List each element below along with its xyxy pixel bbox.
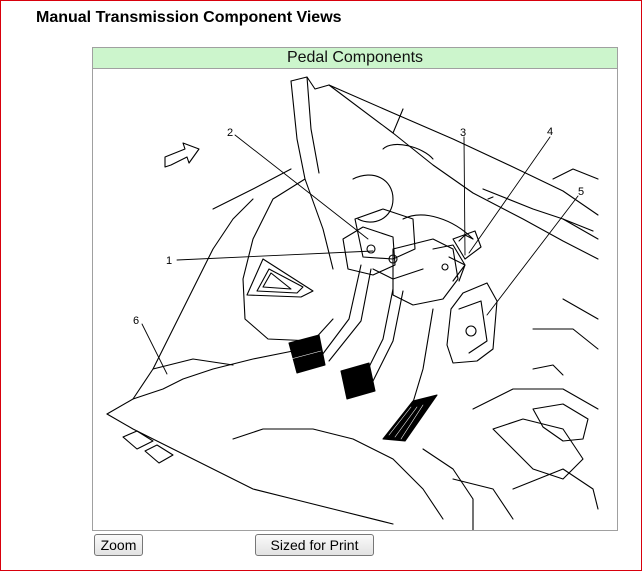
- sound-insulator: [246, 258, 314, 298]
- accelerator-pedal: [382, 308, 438, 442]
- callout-4: 4: [547, 126, 553, 138]
- callout-labels: 1 2 3 4 5 6: [133, 126, 584, 327]
- accelerator-pedal-sensor: [446, 282, 498, 364]
- panel-header: Pedal Components: [93, 48, 617, 69]
- pedal-bracket: [342, 208, 466, 306]
- pedal-components-diagram: 1 2 3 4 5 6: [106, 76, 599, 530]
- firewall-panel: [106, 76, 599, 415]
- diagram-panel: Pedal Components: [92, 47, 618, 531]
- direction-arrow-icon: [164, 142, 200, 168]
- callout-5: 5: [578, 186, 584, 198]
- callout-6: 6: [133, 315, 139, 327]
- callout-leaders: [141, 134, 579, 375]
- sized-for-print-button[interactable]: Sized for Print: [255, 534, 374, 556]
- floor-pan: [106, 298, 599, 530]
- zoom-button[interactable]: Zoom: [94, 534, 143, 556]
- brake-pedal: [340, 288, 404, 400]
- callout-2: 2: [227, 127, 233, 139]
- clutch-pedal: [288, 264, 372, 374]
- callout-1: 1: [166, 255, 172, 267]
- callout-3: 3: [460, 127, 466, 139]
- page-title: Manual Transmission Component Views: [36, 9, 342, 26]
